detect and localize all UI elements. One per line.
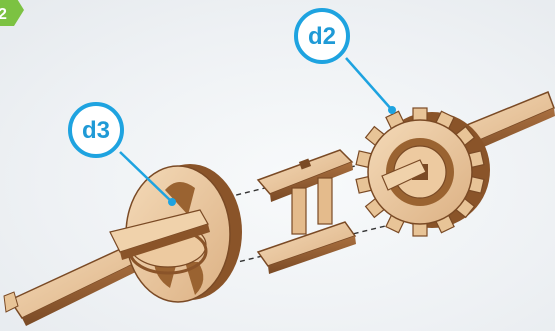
callout-label-d2: d2: [308, 23, 336, 50]
step-number: 2: [0, 6, 7, 23]
step-badge: 2: [0, 0, 24, 26]
callout-label-d3: d3: [82, 117, 110, 144]
right-gear-assembly: [356, 92, 555, 236]
callout-d3: d3: [70, 104, 176, 206]
left-shaft-assembly: [4, 164, 242, 326]
middle-connector: [258, 150, 356, 274]
callout-d2: d2: [296, 10, 396, 114]
